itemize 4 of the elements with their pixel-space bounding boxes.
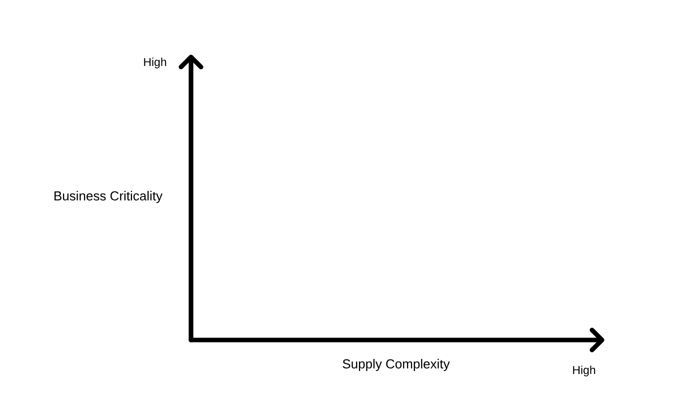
axis-title: Supply Complexity — [342, 358, 450, 372]
axis-end-label: High — [144, 58, 166, 68]
axis-title: Business Criticality — [54, 190, 162, 204]
axis-end-label: High — [573, 366, 596, 376]
